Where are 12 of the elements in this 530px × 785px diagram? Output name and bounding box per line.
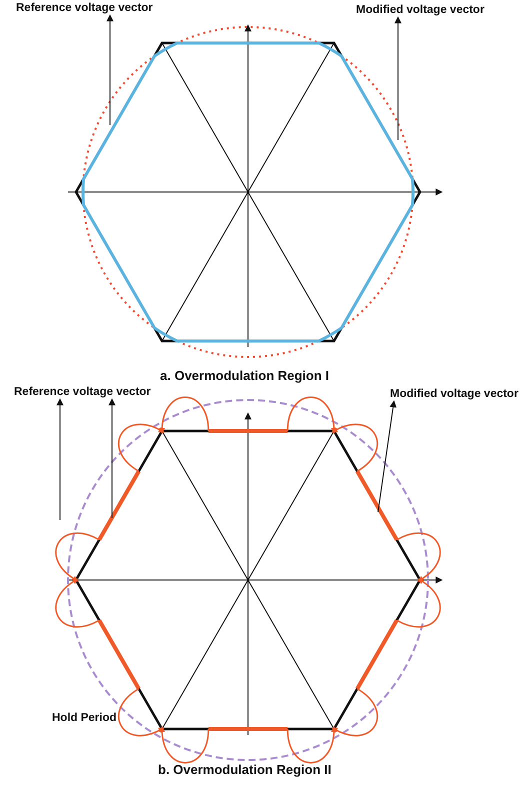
callout-label: Modified voltage vector xyxy=(390,388,518,400)
leader-line xyxy=(394,16,402,140)
leader-line xyxy=(106,14,114,126)
figure-caption: a. Overmodulation Region I xyxy=(160,368,330,383)
leader-line xyxy=(108,398,116,518)
leader-line xyxy=(378,400,397,512)
annotation-text: Hold Period xyxy=(52,712,117,724)
callout-label: Reference voltage vector xyxy=(16,2,153,14)
callout-label: Reference voltage vector xyxy=(14,386,151,398)
callout-label: Modified voltage vector xyxy=(356,4,484,16)
leader-line xyxy=(56,398,64,520)
figure-caption: b. Overmodulation Region II xyxy=(158,762,332,777)
